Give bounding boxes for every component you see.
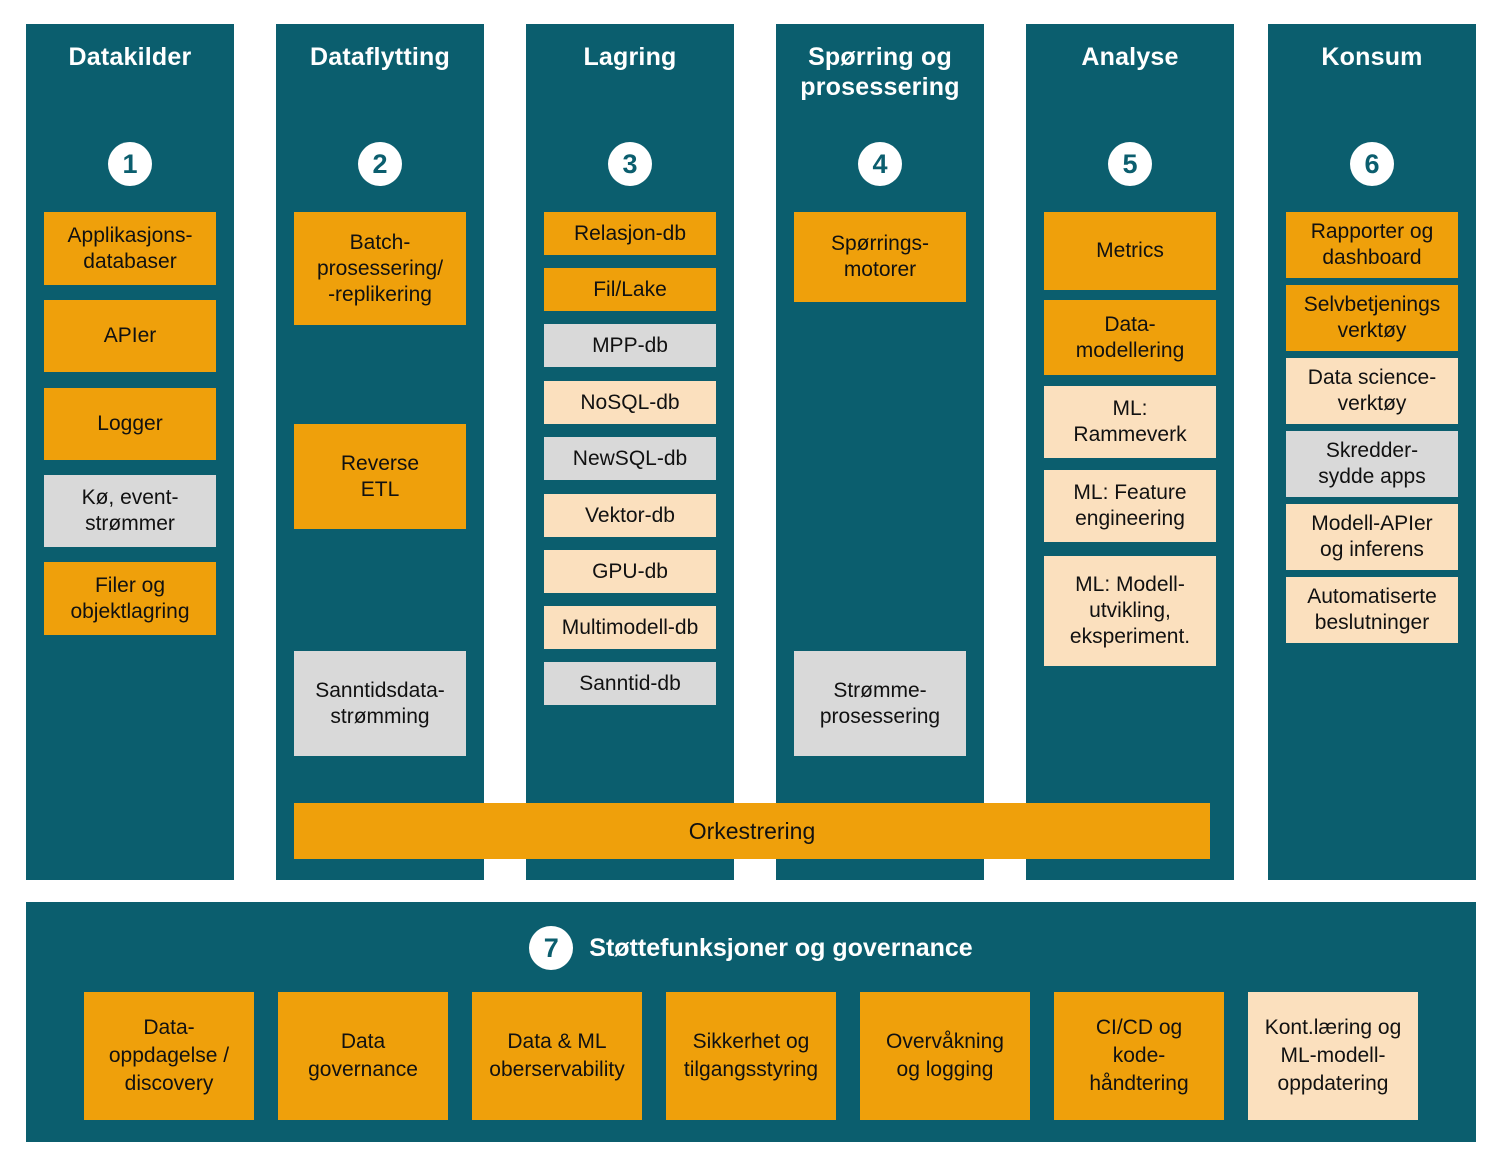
support-item-box[interactable]: CI/CD og kode- håndtering — [1054, 992, 1224, 1120]
column-title: Datakilder — [68, 43, 192, 71]
item-box[interactable]: Relasjon-db — [544, 212, 716, 255]
support-items-row: Data- oppdagelse / discovery Data govern… — [84, 992, 1418, 1120]
item-box[interactable]: Applikasjons- databaser — [44, 212, 216, 285]
item-box[interactable]: Selvbetjenings verktøy — [1286, 285, 1458, 351]
item-box[interactable]: Logger — [44, 388, 216, 460]
item-box[interactable]: Skredder- sydde apps — [1286, 431, 1458, 497]
item-box[interactable]: Modell-APIer og inferens — [1286, 504, 1458, 570]
step-number-badge: 1 — [108, 142, 152, 186]
item-box[interactable]: NoSQL-db — [544, 381, 716, 424]
item-box[interactable]: Reverse ETL — [294, 424, 466, 529]
item-box[interactable]: APIer — [44, 300, 216, 372]
item-box[interactable]: Data- modellering — [1044, 300, 1216, 375]
step-number-badge: 7 — [529, 926, 574, 970]
item-box[interactable]: Multimodell-db — [544, 606, 716, 649]
column-sporring-og-prosessering: Spørring og prosessering 4 Spørrings- mo… — [776, 24, 984, 880]
item-box[interactable]: NewSQL-db — [544, 437, 716, 480]
item-box[interactable]: Fil/Lake — [544, 268, 716, 311]
column-title: Analyse — [1081, 43, 1179, 71]
item-box[interactable]: Filer og objektlagring — [44, 562, 216, 635]
support-header: 7 Støttefunksjoner og governance — [26, 926, 1476, 970]
orkestrering-bar[interactable]: Orkestrering — [294, 803, 1210, 859]
item-box[interactable]: Data science- verktøy — [1286, 358, 1458, 424]
item-box[interactable]: MPP-db — [544, 324, 716, 367]
step-number-badge: 3 — [608, 142, 652, 186]
column-title: Konsum — [1321, 43, 1423, 71]
support-item-box[interactable]: Sikkerhet og tilgangsstyring — [666, 992, 836, 1120]
item-box[interactable]: GPU-db — [544, 550, 716, 593]
support-item-box[interactable]: Kont.læring og ML-modell- oppdatering — [1248, 992, 1418, 1120]
item-box[interactable]: Spørrings- motorer — [794, 212, 966, 302]
item-box[interactable]: Strømme- prosessering — [794, 651, 966, 756]
item-box[interactable]: Rapporter og dashboard — [1286, 212, 1458, 278]
support-item-box[interactable]: Data & ML oberservability — [472, 992, 642, 1120]
support-item-box[interactable]: Overvåkning og logging — [860, 992, 1030, 1120]
support-title: Støttefunksjoner og governance — [589, 934, 973, 962]
column-title: Lagring — [583, 43, 677, 71]
item-box[interactable]: ML: Feature engineering — [1044, 470, 1216, 542]
step-number-badge: 6 — [1350, 142, 1394, 186]
item-box[interactable]: Vektor-db — [544, 494, 716, 537]
column-konsum: Konsum 6 Rapporter og dashboard Selvbetj… — [1268, 24, 1476, 880]
item-box[interactable]: ML: Rammeverk — [1044, 386, 1216, 458]
item-box[interactable]: ML: Modell- utvikling, eksperiment. — [1044, 556, 1216, 666]
step-number-badge: 5 — [1108, 142, 1152, 186]
item-box[interactable]: Sanntid-db — [544, 662, 716, 705]
item-box[interactable]: Sanntidsdata- strømming — [294, 651, 466, 756]
column-analyse: Analyse 5 Metrics Data- modellering ML: … — [1026, 24, 1234, 880]
item-box[interactable]: Metrics — [1044, 212, 1216, 290]
column-title: Dataflytting — [310, 43, 450, 71]
column-lagring: Lagring 3 Relasjon-db Fil/Lake MPP-db No… — [526, 24, 734, 880]
support-item-box[interactable]: Data governance — [278, 992, 448, 1120]
column-title: Spørring og prosessering — [800, 43, 960, 101]
support-panel: 7 Støttefunksjoner og governance Data- o… — [26, 902, 1476, 1142]
step-number-badge: 4 — [858, 142, 902, 186]
item-box[interactable]: Automatiserte beslutninger — [1286, 577, 1458, 643]
column-dataflytting: Dataflytting 2 Batch- prosessering/ -rep… — [276, 24, 484, 880]
column-datakilder: Datakilder 1 Applikasjons- databaser API… — [26, 24, 234, 880]
item-box[interactable]: Batch- prosessering/ -replikering — [294, 212, 466, 325]
step-number-badge: 2 — [358, 142, 402, 186]
support-item-box[interactable]: Data- oppdagelse / discovery — [84, 992, 254, 1120]
item-box[interactable]: Kø, event- strømmer — [44, 475, 216, 547]
